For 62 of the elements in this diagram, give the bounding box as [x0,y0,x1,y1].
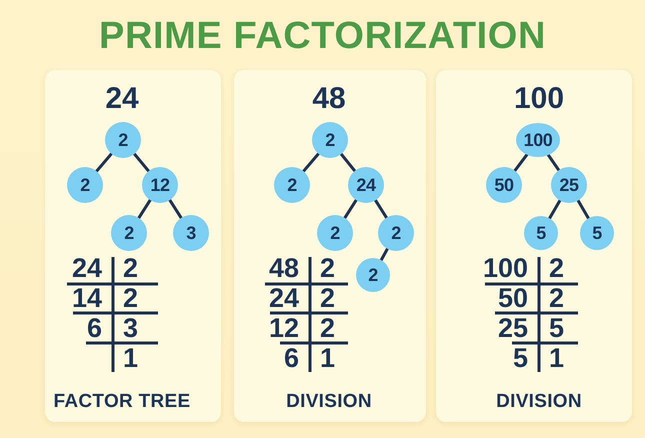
factor-circle: 3 [173,215,209,251]
factor-circle: 12 [142,167,178,203]
tree-branch-line [546,154,560,172]
tree-branch-line [343,198,358,220]
divisor-number: 3 [123,315,138,342]
panel-card [45,70,221,422]
factor-circle: 24 [348,167,384,203]
dividend-number: 12 [268,315,299,342]
dividend-number: 25 [498,315,528,342]
factor-circle: 50 [486,167,522,203]
divisor-number: 2 [320,285,336,312]
divisor-number: 2 [123,255,138,282]
factor-circle: 5 [524,216,558,250]
dividend-number: 100 [482,255,528,282]
number-heading: 48 [312,84,346,114]
divisor-number: 2 [123,285,138,312]
divisor-number: 2 [549,255,564,282]
factor-circle: 2 [356,258,390,292]
method-caption: DIVISION [496,392,582,411]
tree-branch-line [302,152,320,173]
dividend-number: 50 [498,285,528,312]
dividend-number: 6 [284,345,299,372]
method-caption: DIVISION [286,392,372,411]
dividend-number: 5 [512,345,528,372]
method-caption: FACTOR TREE [54,392,190,411]
tree-branch-line [380,247,389,262]
dividend-number: 6 [86,315,102,342]
divisor-number: 1 [549,345,564,372]
factor-circle: 2 [111,215,147,251]
tree-branch-line [340,152,356,172]
factor-circle: 25 [551,167,587,203]
factor-circle: 2 [378,215,414,251]
dividend-number: 24 [72,255,102,282]
divisor-number: 1 [123,345,138,372]
divisor-number: 2 [320,315,336,342]
tree-branch-line [132,152,150,173]
dividend-number: 24 [268,285,299,312]
dividend-number: 14 [72,285,102,312]
divisor-number: 2 [549,285,564,312]
tree-branch-line [95,152,113,173]
number-heading: 100 [514,84,564,114]
diagram-title: PRIME FACTORIZATION [99,17,546,55]
factor-circle: 2 [274,167,310,203]
divisor-number: 1 [320,345,336,372]
factor-circle: 2 [312,122,348,158]
tree-branch-line [513,153,528,172]
tree-branch-line [576,199,590,220]
dividend-number: 48 [268,255,299,282]
tree-branch-line [168,198,183,220]
tree-branch-line [548,199,562,220]
factor-circle: 100 [516,123,560,157]
panel-card [436,70,632,422]
factor-circle: 2 [317,215,353,251]
tree-branch-line [137,198,152,220]
number-heading: 24 [105,84,139,114]
factor-circle: 5 [580,216,614,250]
factor-circle: 2 [105,122,141,158]
divisor-number: 5 [549,315,564,342]
panel-card [234,70,426,422]
divisor-number: 2 [320,255,336,282]
tree-branch-line [374,198,388,220]
factor-circle: 2 [67,167,103,203]
